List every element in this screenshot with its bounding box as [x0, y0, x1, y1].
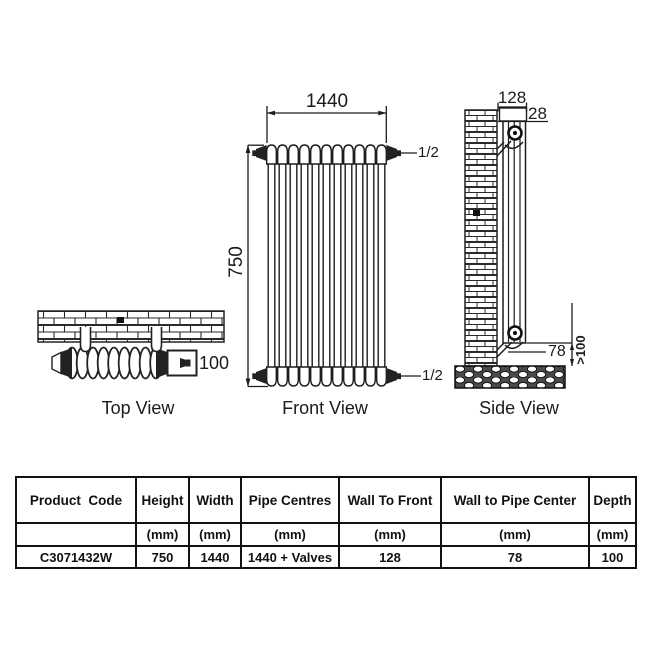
top-view-drawing [37, 310, 225, 380]
top-view-bracket-left [79, 327, 92, 353]
value-wall-to-pipe-center: 78 [440, 545, 590, 569]
top-view-title: Top View [101, 398, 175, 418]
units-height: (mm) [135, 522, 190, 547]
value-width: 1440 [188, 545, 242, 569]
side-bottom-bracket [496, 341, 524, 358]
front-bottom-left-stub [252, 373, 257, 380]
side-front-offset-label: 28 [528, 104, 547, 123]
units-width: (mm) [188, 522, 242, 547]
side-floor-clearance-label: >100 [573, 335, 588, 365]
side-floor-clearance-dimension [526, 303, 575, 366]
front-top-right-connector [386, 145, 397, 161]
side-top-bracket [496, 140, 524, 157]
value-pipe-centres: 1440 + Valves [240, 545, 340, 569]
units-pipe-centres: (mm) [240, 522, 340, 547]
top-view-left-valve-stub [51, 351, 62, 375]
top-view-wall-plug [117, 317, 124, 323]
side-view-title: Side View [479, 398, 559, 418]
side-view-radiator [498, 107, 528, 344]
front-top-right-stub [396, 150, 401, 157]
top-view-bracket-glyph-tab [186, 359, 191, 367]
top-view-wall [37, 310, 225, 343]
side-wall-to-front-label: 128 [497, 88, 527, 107]
front-width-dimension [266, 106, 387, 143]
side-bottom-pipe-center [512, 330, 518, 336]
top-view-bracket-right [150, 327, 163, 353]
diagram-canvas [37, 102, 575, 389]
spec-table-values-row: C3071432W 750 1440 1440 + Valves 128 78 … [15, 545, 637, 569]
spec-table-units-row: (mm) (mm) (mm) (mm) (mm) (mm) [15, 522, 637, 547]
top-view-left-connector [61, 348, 72, 378]
front-height-dimension [245, 144, 268, 388]
col-header-width: Width [188, 476, 242, 524]
col-header-wall-to-pipe-center: Wall to Pipe Center [440, 476, 590, 524]
front-bottom-right-connector [386, 368, 397, 384]
side-view-wall-plug [473, 210, 480, 216]
spec-table: Product Code Height Width Pipe Centres W… [15, 476, 637, 569]
top-depth-label: 100 [199, 353, 230, 373]
front-view-drawing [245, 106, 421, 388]
col-header-pipe-centres: Pipe Centres [240, 476, 340, 524]
spec-table-wrap: Product Code Height Width Pipe Centres W… [15, 476, 637, 569]
pipe-top-size-label: 1/2 [418, 144, 439, 161]
units-wall-to-pipe-center: (mm) [440, 522, 590, 547]
col-header-height: Height [135, 476, 190, 524]
front-top-left-stub [252, 150, 257, 157]
front-view-radiator [252, 144, 401, 387]
col-header-product-code: Product Code [15, 476, 137, 524]
front-width-label: 1440 [305, 91, 349, 112]
spec-table-header-row: Product Code Height Width Pipe Centres W… [15, 476, 637, 524]
side-view-floor [454, 365, 566, 389]
top-view-right-connector [156, 348, 167, 378]
units-wall-to-front: (mm) [338, 522, 442, 547]
top-view-depth-box [166, 349, 198, 377]
pipe-bottom-size-label: 1/2 [422, 367, 443, 384]
side-view-drawing [454, 102, 575, 389]
front-bottom-left-connector [256, 368, 267, 384]
side-wall-to-pipe-label: 78 [548, 343, 566, 360]
side-wall-to-front-dimension [497, 102, 528, 112]
front-view-title: Front View [282, 398, 368, 418]
side-top-pipe-center [512, 130, 518, 136]
front-bottom-right-stub [396, 373, 401, 380]
col-header-depth: Depth [588, 476, 637, 524]
units-product-code [15, 522, 137, 547]
value-wall-to-front: 128 [338, 545, 442, 569]
value-depth: 100 [588, 545, 637, 569]
value-height: 750 [135, 545, 190, 569]
units-depth: (mm) [588, 522, 637, 547]
front-top-left-connector [256, 145, 267, 161]
value-product-code: C3071432W [15, 545, 137, 569]
top-view-radiator [51, 346, 167, 380]
front-height-label: 750 [226, 246, 247, 278]
side-view-wall [464, 109, 498, 367]
col-header-wall-to-front: Wall To Front [338, 476, 442, 524]
